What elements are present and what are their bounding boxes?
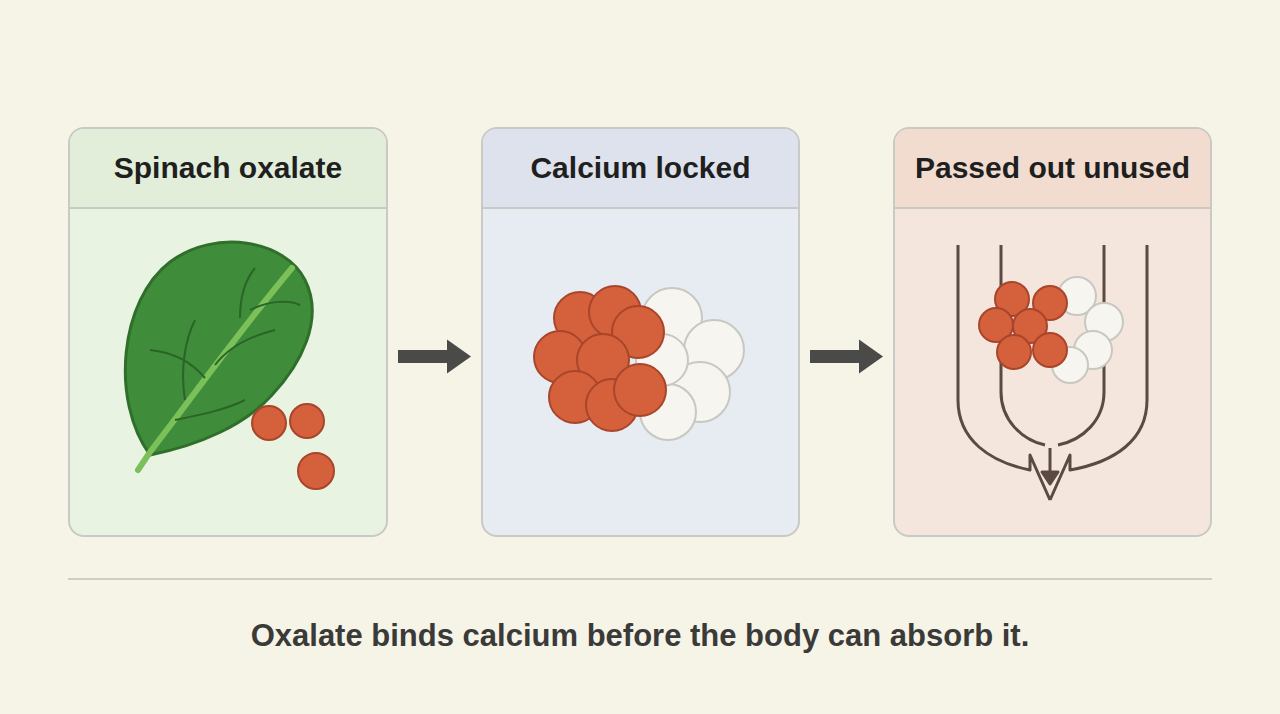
calcium-cluster [534,286,744,440]
step-panel: Calcium locked [481,127,800,537]
panel-title: Spinach oxalate [114,151,342,185]
flow-arrow [810,340,883,374]
panel-header: Passed out unused [895,129,1210,209]
panel-title: Passed out unused [915,151,1190,185]
panel-header: Calcium locked [483,129,798,209]
step-panel: Passed out unused [893,127,1212,537]
funnel-arrow [958,245,1147,500]
panel-title: Calcium locked [530,151,750,185]
spinach-leaf [125,242,312,470]
panel-header: Spinach oxalate [70,129,386,209]
oxalate-dots [252,404,334,489]
flow-arrow [398,340,471,374]
caption: Oxalate binds calcium before the body ca… [0,618,1280,654]
excreted-cluster [979,277,1123,383]
step-panel: Spinach oxalate [68,127,388,537]
divider-rule [68,578,1212,580]
